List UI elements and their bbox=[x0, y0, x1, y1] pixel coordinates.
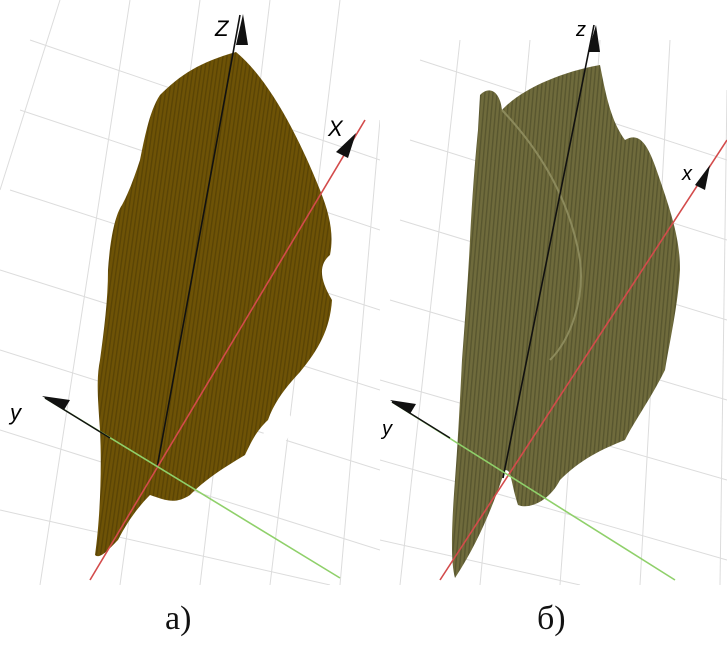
panel-a-y-label: y bbox=[8, 400, 23, 425]
panel-a-z-label: Z bbox=[214, 16, 230, 41]
panel-b-z-arrow-icon bbox=[588, 25, 600, 52]
panel-a-hole bbox=[258, 411, 293, 450]
panel-a-render: Z X y bbox=[0, 0, 380, 585]
panel-a-3d-view: Z X y bbox=[0, 0, 380, 585]
caption-a: a) bbox=[165, 600, 192, 637]
panel-b-z-label: z bbox=[575, 19, 586, 41]
panel-a-voxel-surface bbox=[95, 52, 332, 557]
caption-b: б) bbox=[537, 600, 566, 637]
panel-b-render: z x y bbox=[380, 0, 727, 585]
panel-b-y-label: y bbox=[380, 418, 393, 440]
panel-a-z-axis bbox=[156, 14, 241, 469]
panel-b-z-axis bbox=[502, 24, 595, 479]
panel-a-x-axis bbox=[89, 119, 366, 581]
panel-a-z-arrow-icon bbox=[236, 14, 248, 45]
panel-b-x-axis bbox=[439, 139, 727, 581]
panel-a-x-label: X bbox=[327, 116, 344, 141]
panel-b-3d-view: z x y bbox=[380, 19, 727, 585]
panel-a-x-arrow-icon bbox=[336, 133, 356, 158]
panel-a-y-arrow-icon bbox=[42, 396, 70, 410]
panel-b-x-label: x bbox=[681, 163, 693, 185]
panel-b-y-arrow-icon bbox=[390, 400, 416, 414]
panel-b-x-arrow-icon bbox=[695, 165, 710, 190]
